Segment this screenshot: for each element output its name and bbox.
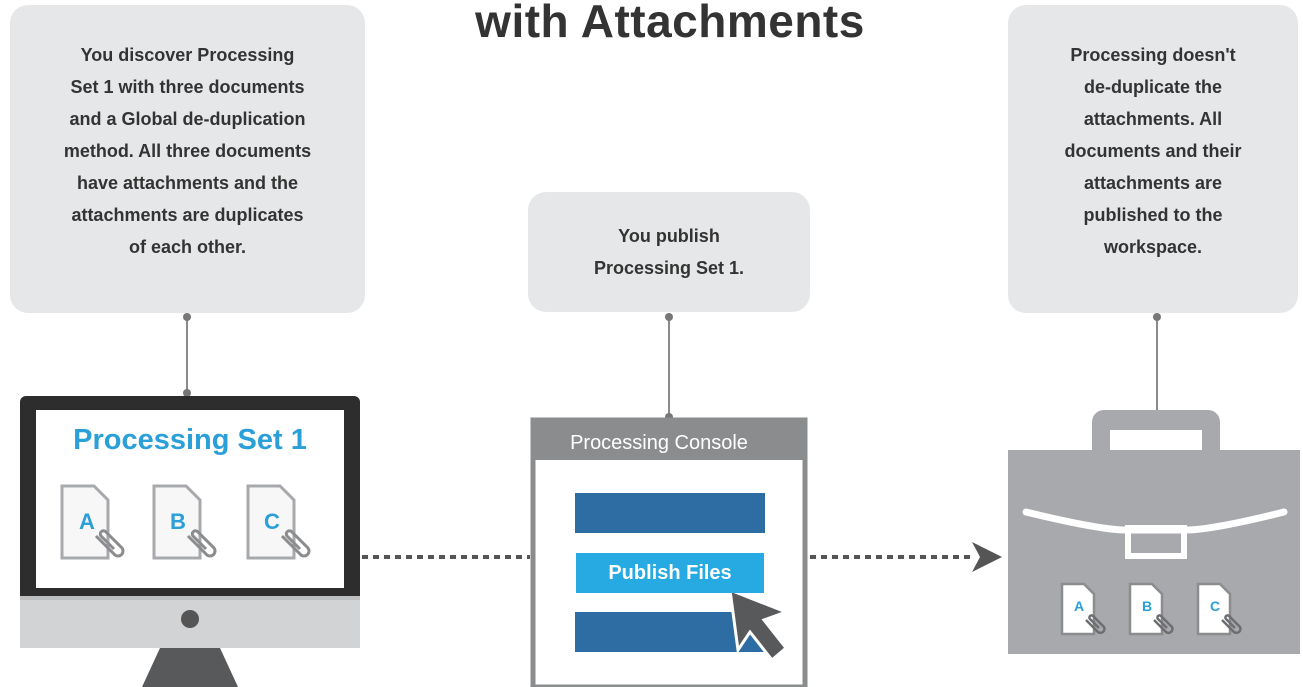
paperclip-icon — [94, 529, 311, 558]
step-1-line: Set 1 with three documents — [70, 77, 305, 97]
step-1-line: of each other. — [128, 237, 246, 257]
step-1-line: and a Global de-duplication — [69, 109, 306, 129]
console-heading: Processing Console — [570, 432, 748, 454]
step-2-line: Processing Set 1. — [593, 258, 745, 278]
step-2-callout: You publish Processing Set 1. — [528, 192, 810, 312]
document-label: B — [170, 509, 186, 534]
connector-line — [1156, 316, 1158, 418]
cursor-icon — [728, 587, 791, 663]
publish-files-button[interactable]: Publish Files — [576, 553, 764, 593]
connector-line — [668, 316, 670, 418]
processing-set-heading: Processing Set 1 — [73, 424, 307, 456]
document-label: A — [1074, 598, 1085, 614]
connector-dot — [1153, 313, 1161, 321]
connector-dot — [183, 313, 191, 321]
step-1-line: have attachments and the — [76, 173, 299, 193]
connector-dot — [665, 313, 673, 321]
step-3-line: workspace. — [1103, 237, 1203, 257]
document-icon — [60, 484, 296, 560]
step-3-callout: Processing doesn't de-duplicate the atta… — [1008, 5, 1298, 313]
connector-line — [186, 316, 188, 394]
step-1-callout: You discover Processing Set 1 with three… — [10, 5, 365, 313]
document-label: B — [1142, 598, 1153, 614]
step-3-line: attachments are — [1083, 173, 1223, 193]
step-1-line: method. All three documents — [63, 141, 312, 161]
connector-dot — [183, 389, 191, 397]
diagram-title: with Attachments — [475, 0, 865, 47]
paperclip-icon — [1085, 614, 1242, 635]
step-1-line: You discover Processing — [80, 45, 295, 65]
step-1-line: attachments are duplicates — [71, 205, 304, 225]
arrowhead-icon — [972, 542, 1002, 572]
document-label: A — [79, 509, 95, 534]
document-label: C — [1210, 598, 1221, 614]
connector-dot — [665, 413, 673, 421]
step-3-line: de-duplicate the — [1083, 77, 1222, 97]
document-label: C — [264, 509, 280, 534]
step-2-line: You publish — [618, 226, 720, 246]
step-3-line: documents and their — [1064, 141, 1242, 161]
step-3-line: published to the — [1083, 205, 1223, 225]
step-3-line: attachments. All — [1083, 109, 1223, 129]
step-3-line: Processing doesn't — [1070, 45, 1236, 65]
